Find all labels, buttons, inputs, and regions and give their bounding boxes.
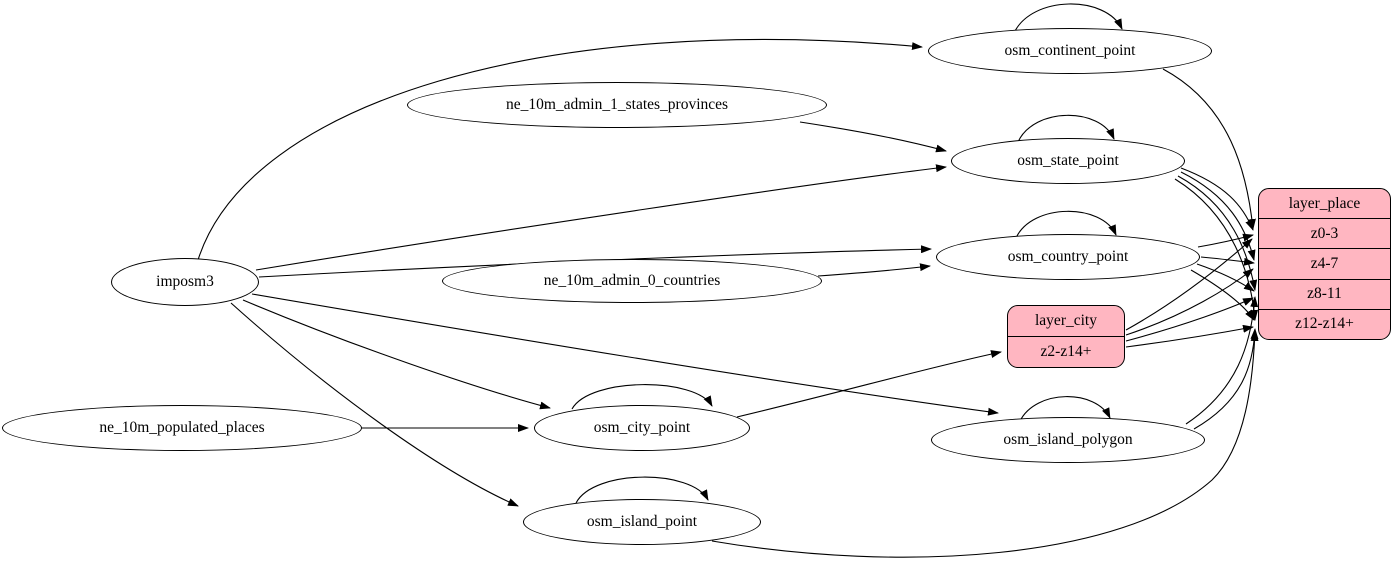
edge-osm-city-point-self [571,384,713,410]
edge-osm-state-point-to-z0-3 [1180,167,1254,231]
edge-layer-city-to-z4-7 [1125,268,1254,336]
edge-osm-island-point-to-z12-z14 [711,330,1259,558]
node-osm-island-point[interactable]: osm_island_point [523,499,761,545]
node-ne-10m-admin-0-countries[interactable]: ne_10m_admin_0_countries [442,259,822,303]
node-ne-10m-populated-places[interactable]: ne_10m_populated_places [2,405,362,451]
node-osm-city-point-label: osm_city_point [593,419,691,436]
edge-layer-city-to-z12-z14 [1125,324,1254,348]
edge-osm-island-polygon-to-z12-z14 [1193,328,1259,430]
node-imposm3[interactable]: imposm3 [111,258,259,306]
node-osm-city-point[interactable]: osm_city_point [534,405,750,451]
edge-osm-continent-point-self [1013,3,1123,34]
node-ne-10m-populated-places-label: ne_10m_populated_places [99,419,265,436]
edge-layer-city-to-z0-3 [1125,238,1253,331]
edge-osm-state-point-self [1017,114,1115,143]
edge-osm-continent-point-to-z0-3 [1162,68,1256,230]
edge-ne-admin0-to-osm-country-point [817,263,931,277]
edge-osm-island-polygon-to-z8-11 [1185,296,1259,425]
node-osm-state-point[interactable]: osm_state_point [951,138,1185,184]
layer-city-row-z2-z14[interactable]: z2-z14+ [1008,336,1124,367]
edge-osm-country-point-to-z12-z14 [1190,269,1255,321]
edge-imposm3-to-osm-continent-point [197,38,923,261]
node-ne-10m-admin-1-states-provinces-label: ne_10m_admin_1_states_provinces [505,96,729,113]
edge-osm-city-point-to-layer-city [736,350,1002,418]
edge-osm-state-point-to-z8-11 [1177,175,1258,291]
layer-place-title: layer_place [1288,194,1361,212]
edge-imposm3-to-osm-island-point [230,302,519,507]
node-osm-island-polygon[interactable]: osm_island_polygon [931,417,1205,463]
edge-imposm3-to-osm-island-polygon [251,293,999,416]
edge-osm-state-point-to-z4-7 [1180,171,1256,261]
edge-osm-country-point-to-z4-7 [1200,256,1255,266]
node-imposm3-label: imposm3 [156,273,214,290]
edge-layer-city-to-z8-11 [1125,297,1254,342]
node-osm-continent-point-label: osm_continent_point [1004,42,1136,59]
layer-place-row-z0-3[interactable]: z0-3 [1259,218,1390,248]
node-ne-10m-admin-1-states-provinces[interactable]: ne_10m_admin_1_states_provinces [407,82,827,128]
edge-osm-island-polygon-self [1019,396,1111,422]
edge-imposm3-to-osm-country-point [258,245,932,278]
node-osm-continent-point[interactable]: osm_continent_point [928,28,1212,74]
node-osm-country-point-label: osm_country_point [1007,248,1129,265]
node-osm-island-point-label: osm_island_point [586,513,698,530]
edge-osm-island-point-self [575,476,709,504]
node-layer-city[interactable]: layer_city z2-z14+ [1007,305,1125,368]
layer-city-title: layer_city [1035,312,1097,329]
node-osm-state-point-label: osm_state_point [1017,152,1119,169]
node-osm-island-polygon-label: osm_island_polygon [1003,431,1133,448]
edge-osm-country-point-self [1015,210,1117,239]
layer-place-row-z8-11[interactable]: z8-11 [1259,278,1390,309]
edge-osm-country-point-to-z8-11 [1196,263,1255,292]
node-ne-10m-admin-0-countries-label: ne_10m_admin_0_countries [543,272,721,289]
edge-imposm3-to-osm-city-point [242,299,551,410]
node-layer-place[interactable]: layer_place z0-3 z4-7 z8-11 z12-z14+ [1258,188,1391,340]
edge-ne-admin1-to-osm-state-point [799,121,947,153]
layer-place-row-z12-z14[interactable]: z12-z14+ [1259,308,1390,339]
layer-place-row-z4-7[interactable]: z4-7 [1259,248,1390,278]
edge-imposm3-to-osm-state-point [255,164,947,271]
edge-osm-country-point-to-z0-3 [1197,233,1254,248]
node-osm-country-point[interactable]: osm_country_point [936,234,1200,280]
